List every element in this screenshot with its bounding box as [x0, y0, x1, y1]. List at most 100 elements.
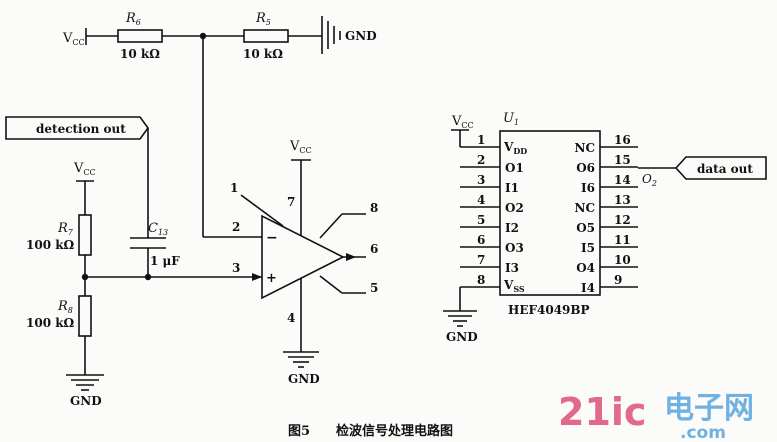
resistor-r8 — [78, 295, 92, 337]
pin-function: NC — [574, 201, 595, 215]
vdd-label: VDD — [503, 140, 527, 156]
resistor-r7 — [78, 214, 92, 256]
data-out-label: data out — [697, 162, 753, 176]
r7-name: R7 — [57, 221, 74, 237]
pin-4-label: 4 — [287, 311, 295, 325]
pin-number: 3 — [477, 173, 485, 187]
gnd-label-top: GND — [345, 29, 377, 43]
caption: 图5 检波信号处理电路图 — [288, 423, 453, 439]
r5-value: 10 kΩ — [243, 47, 283, 61]
op-amp-triangle — [261, 214, 345, 300]
pin-function: O3 — [505, 241, 524, 255]
detection-out-label: detection out — [36, 122, 126, 136]
data-out-port — [674, 156, 767, 180]
ic-left-pin-4: 4O2 — [460, 193, 524, 215]
pin-number: 12 — [614, 213, 631, 227]
ic-body — [499, 130, 601, 296]
pin-number: 7 — [477, 253, 485, 267]
pin-1-label: 1 — [230, 181, 238, 195]
pin-function: I3 — [505, 261, 519, 275]
resistor-r6 — [117, 29, 163, 43]
vss-label: VSS — [503, 278, 525, 294]
figure-number: 图5 — [288, 424, 310, 439]
ic-left-pin-8: 8 — [460, 273, 500, 288]
ic-left-pin-1: 1 — [460, 133, 500, 148]
ic-part-number: HEF4049BP — [508, 303, 590, 317]
c13-name: C13 — [148, 221, 168, 237]
watermark-brand: 21ic — [558, 390, 646, 434]
pin-3-label: 3 — [232, 261, 240, 275]
pin-function: O5 — [576, 221, 595, 235]
pin-function: O1 — [505, 161, 524, 175]
op-amp: − + 1 2 3 VCC 7 4 GND 8 6 5 — [230, 139, 378, 386]
top-rail: VCC GND R6 10 kΩ R5 10 kΩ — [62, 11, 377, 238]
pin-8-label: 8 — [370, 201, 378, 215]
pin-number: 1 — [477, 133, 485, 147]
resistor-r5 — [243, 29, 289, 43]
pin-function: O6 — [576, 161, 595, 175]
o2-label: O2 — [642, 172, 657, 188]
pin-number: 8 — [477, 273, 485, 287]
ic-right-pin-9: 9I4 — [581, 273, 638, 295]
watermark-domain: .com — [680, 423, 726, 442]
pin-function: O2 — [505, 201, 524, 215]
ic-left-pin-7: 7I3 — [460, 253, 519, 275]
vcc-label-opamp: VCC — [289, 139, 312, 155]
pin-7-label: 7 — [287, 195, 295, 209]
noninverting-sign: + — [266, 271, 277, 286]
pin-number: 11 — [614, 233, 631, 247]
junction-cap — [144, 273, 152, 281]
r6-value: 10 kΩ — [120, 47, 160, 61]
ic-hef4049bp: U1 HEF4049BP VCC GND VDD VSS 12O13I14O25… — [443, 111, 767, 344]
pin-number: 2 — [477, 153, 485, 167]
vcc-label-left: VCC — [73, 161, 96, 177]
pin-number: 14 — [614, 173, 631, 187]
watermark-logo: 21ic 电子网 .com — [558, 390, 754, 442]
r8-name: R8 — [57, 299, 73, 315]
pin-number: 5 — [477, 213, 485, 227]
pin-function: O4 — [576, 261, 595, 275]
vcc-label-top: VCC — [62, 31, 85, 47]
r8-value: 100 kΩ — [26, 316, 75, 330]
c13-value: 1 μF — [150, 254, 180, 268]
r5-name: R5 — [255, 11, 271, 27]
ic-ref: U1 — [503, 111, 519, 127]
bias-divider: VCC GND R7 100 kΩ R8 100 kΩ — [26, 161, 104, 408]
ic-left-pin-2: 2O1 — [460, 153, 524, 175]
pin-number: 9 — [614, 273, 622, 287]
ic-left-pin-6: 6O3 — [460, 233, 524, 255]
ic-left-pin-3: 3I1 — [460, 173, 519, 195]
inverting-sign: − — [266, 230, 278, 246]
vcc-label-ic: VCC — [451, 114, 474, 130]
figure-title: 检波信号处理电路图 — [336, 423, 453, 439]
pin-number: 13 — [614, 193, 631, 207]
pin-number: 15 — [614, 153, 631, 167]
pin-function: I4 — [581, 281, 595, 295]
pin-function: NC — [574, 141, 595, 155]
pin-6-label: 6 — [370, 242, 378, 256]
r6-name: R6 — [125, 11, 141, 27]
pin-2-label: 2 — [232, 220, 240, 234]
pin-function: I5 — [581, 241, 595, 255]
pin-5-label: 5 — [370, 281, 378, 295]
capacitor-c13: C13 1 μF — [85, 221, 262, 281]
detection-out-port: detection out — [5, 116, 149, 238]
gnd-label-left: GND — [70, 394, 102, 408]
pin-function: I6 — [581, 181, 595, 195]
pin-number: 16 — [614, 133, 631, 147]
ic-left-pin-5: 5I2 — [460, 213, 519, 235]
pin-number: 4 — [477, 193, 485, 207]
pin-function: I2 — [505, 221, 519, 235]
gnd-label-ic: GND — [446, 330, 478, 344]
pin-number: 6 — [477, 233, 485, 247]
r7-value: 100 kΩ — [26, 238, 75, 252]
